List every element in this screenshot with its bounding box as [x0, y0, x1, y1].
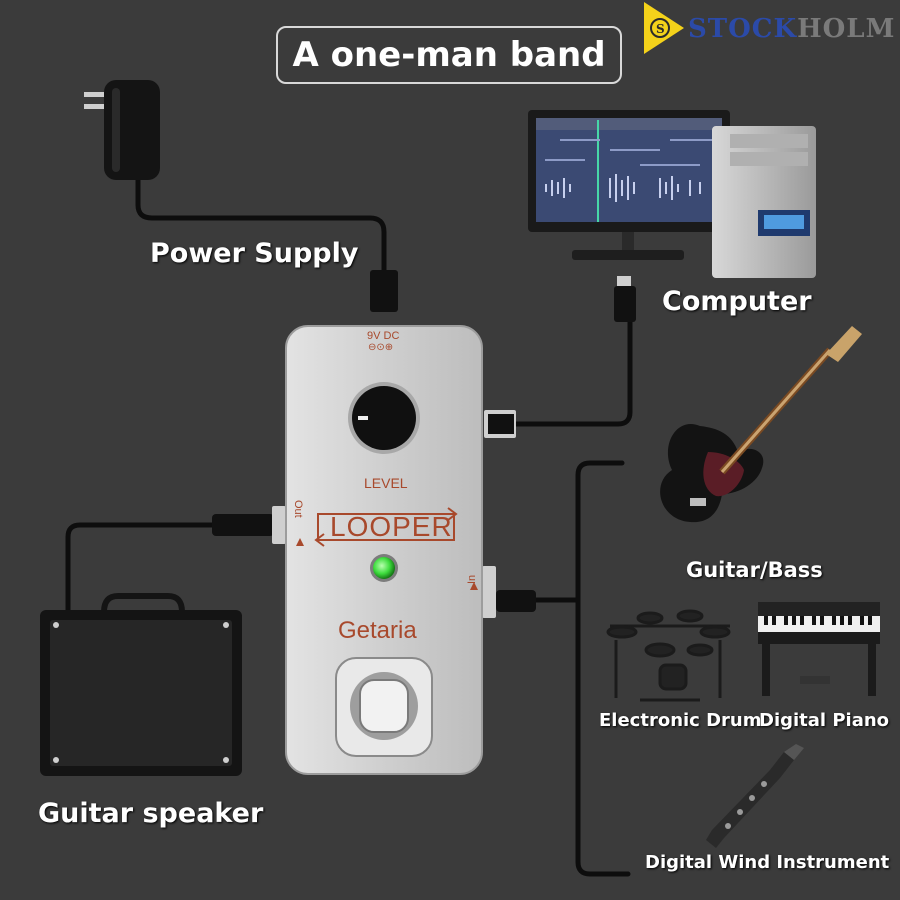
pedal-maker: Getaria — [338, 617, 417, 644]
pedal-power-label: 9V DC — [367, 330, 400, 342]
looper-pedal — [285, 325, 483, 775]
pedal-out-label: Out — [292, 500, 304, 518]
status-led — [373, 557, 395, 579]
guitar-speaker-label: Guitar speaker — [38, 798, 264, 829]
electronic-drum-label: Electronic Drum — [599, 710, 762, 731]
guitar-amp-icon — [40, 593, 242, 776]
guitar-bass-label: Guitar/Bass — [686, 558, 823, 582]
computer-label: Computer — [662, 286, 812, 317]
power-adapter-icon — [84, 80, 160, 180]
svg-text:S: S — [656, 22, 665, 36]
pedal-name: LOOPER — [330, 511, 453, 542]
electronic-drum-icon — [606, 609, 731, 702]
digital-piano-icon — [758, 602, 880, 696]
dc-plug — [370, 270, 398, 312]
brand-part-1: STOCK — [688, 14, 798, 44]
input-bus-cable — [575, 460, 631, 877]
footswitch — [359, 679, 409, 733]
pedal-polarity-icon: ⊖⊙⊕ — [368, 342, 394, 353]
output-cable — [65, 522, 275, 615]
digital-wind-label: Digital Wind Instrument — [645, 852, 890, 873]
brand-logo-icon: S — [644, 2, 684, 54]
digital-piano-label: Digital Piano — [759, 710, 890, 731]
pedal-in-label: In — [466, 574, 478, 584]
brand-name: STOCKHOLM — [688, 14, 895, 44]
usb-cable — [507, 317, 633, 427]
brand-part-2: HOLM — [797, 14, 896, 44]
pedal-level-label: LEVEL — [364, 475, 408, 491]
power-supply-label: Power Supply — [150, 238, 359, 269]
page-title: A one-man band — [276, 26, 622, 84]
computer-icon — [528, 110, 816, 278]
bass-guitar-icon — [660, 326, 862, 523]
usb-plug — [617, 276, 631, 288]
power-cable — [135, 172, 387, 281]
wind-instrument-icon — [706, 744, 804, 848]
